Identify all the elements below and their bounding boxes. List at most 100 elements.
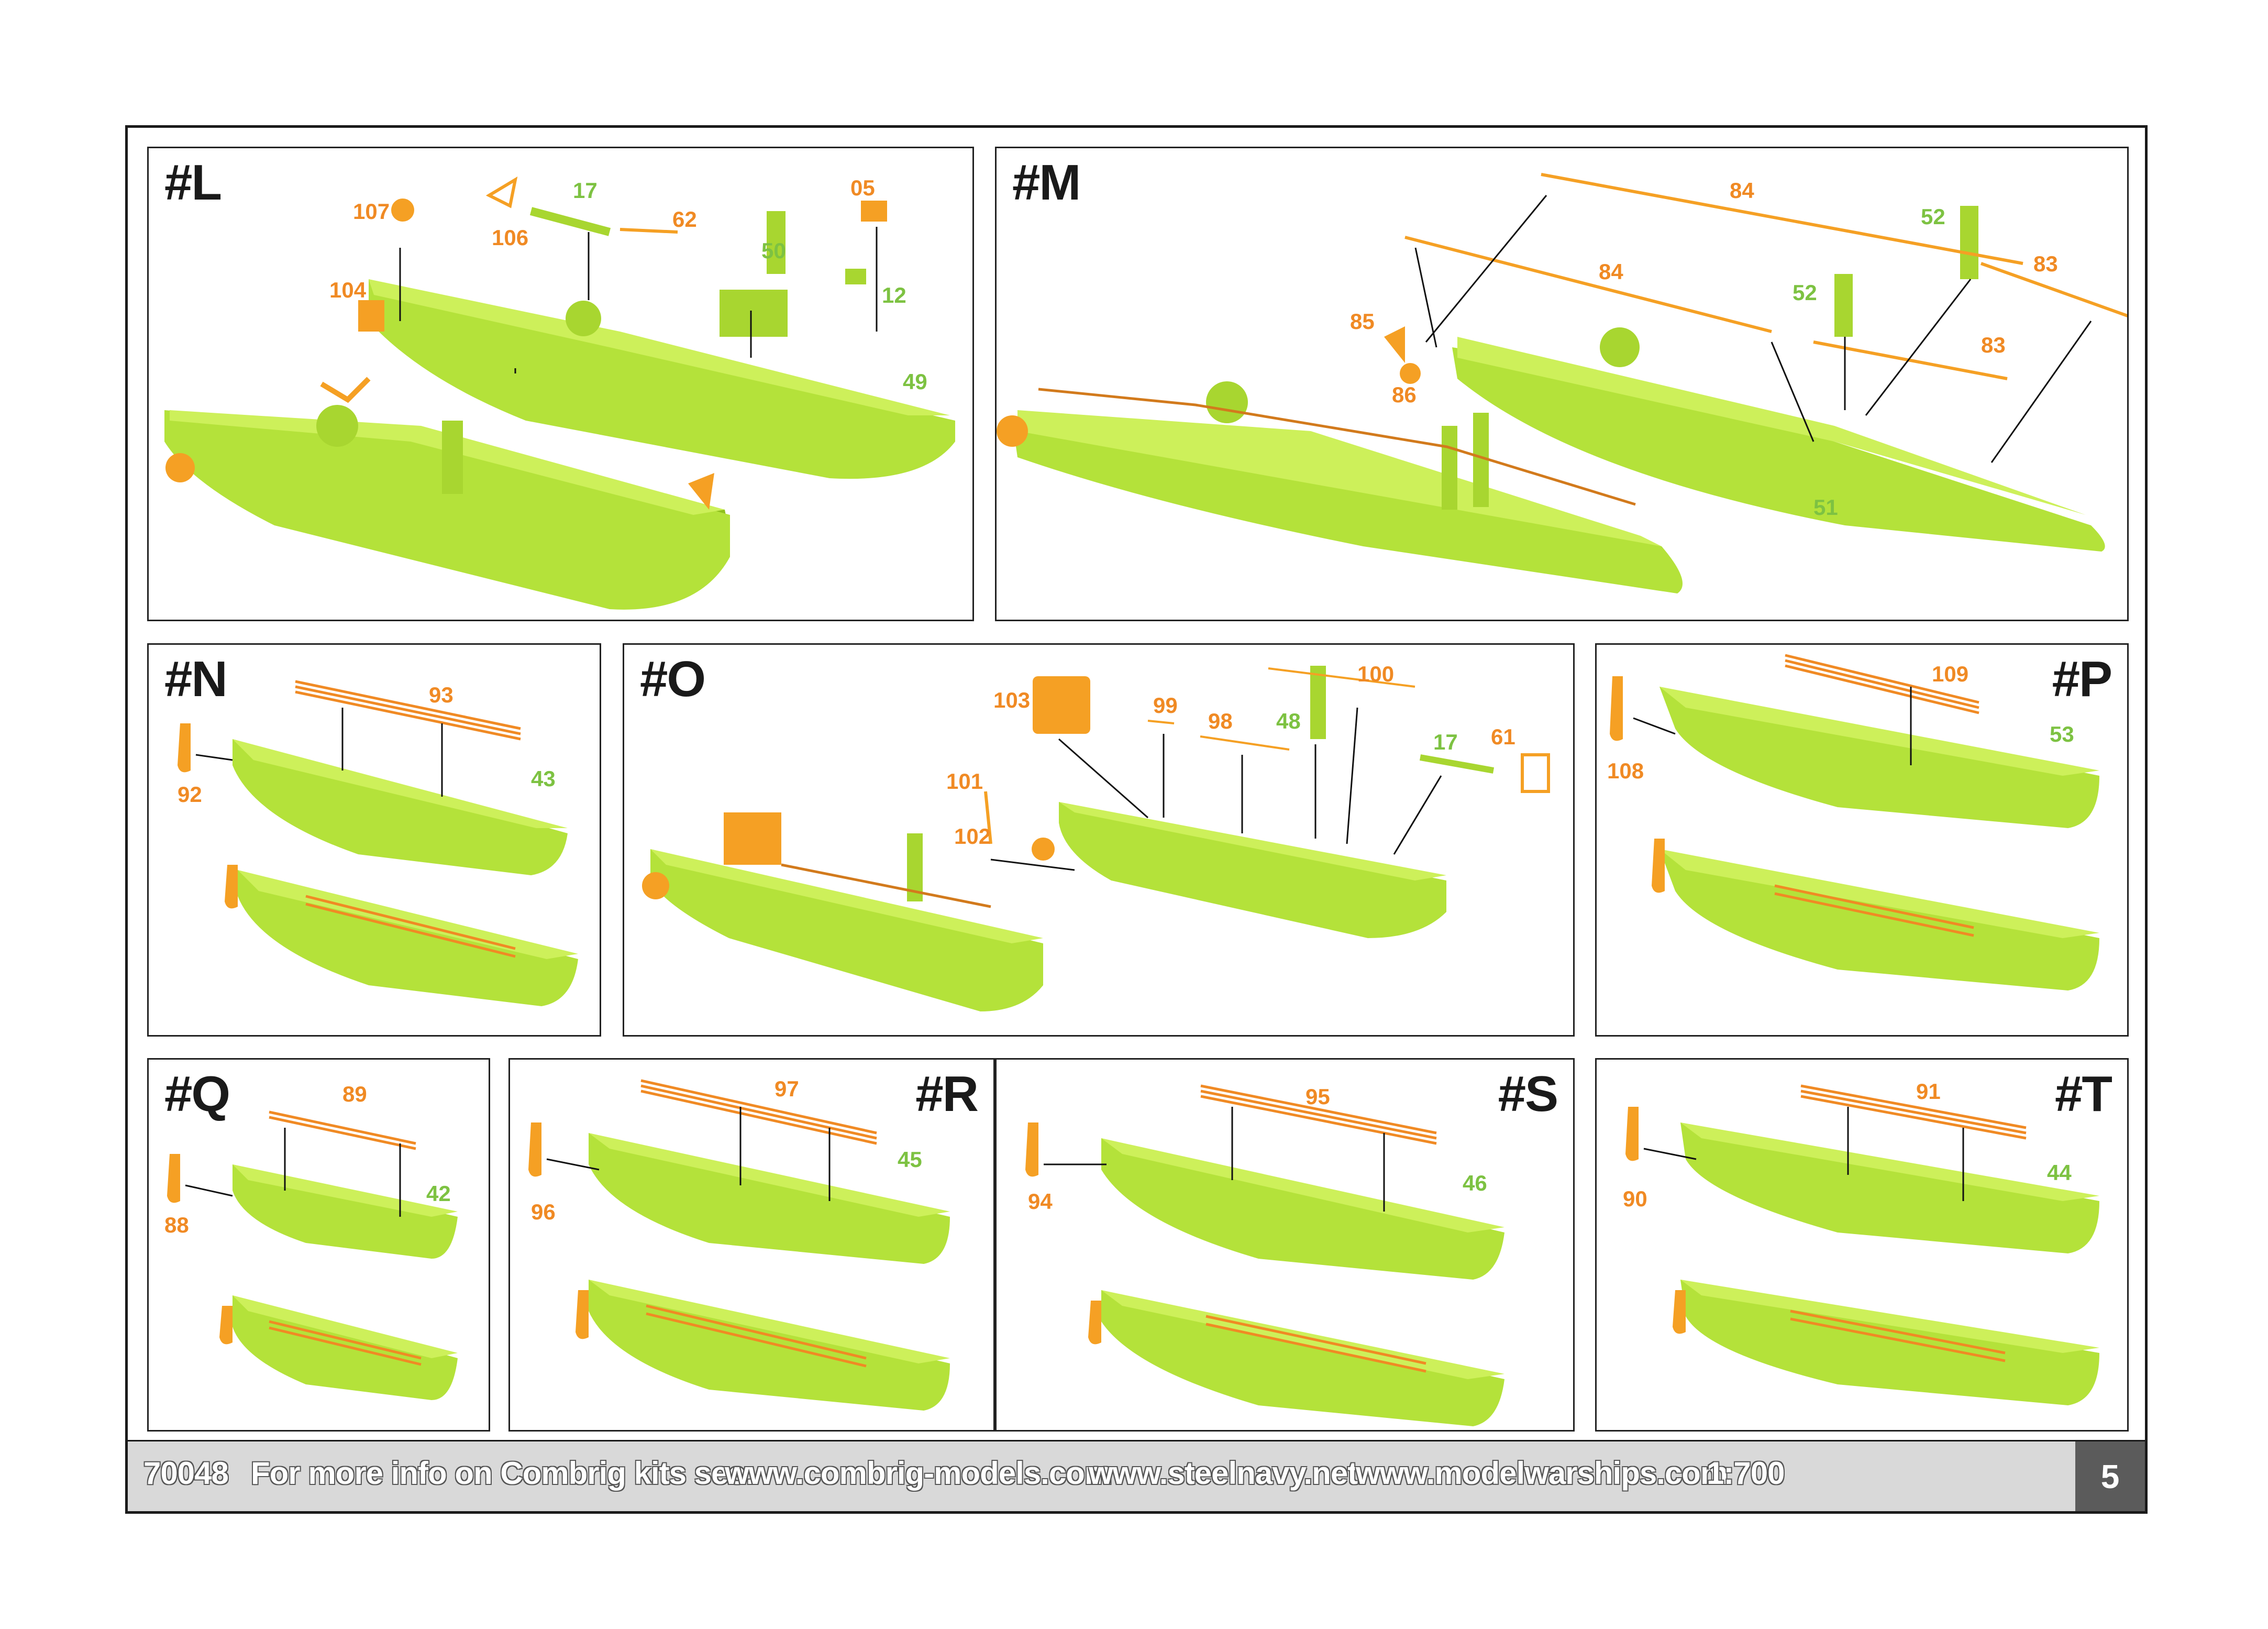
link-steelnavy[interactable]: www.steelnavy.net (1089, 1456, 1358, 1491)
panel-title: #R (915, 1066, 979, 1122)
part-52 (1960, 206, 1978, 279)
deck (170, 410, 725, 515)
boat-hull (1680, 1122, 2099, 1253)
assembly-illustration-L: 107 17 106 62 05 50 104 12 49 (164, 175, 955, 610)
oars-installed (305, 895, 516, 958)
propeller (165, 453, 195, 482)
railing (781, 863, 991, 908)
part-05 (861, 201, 887, 222)
panel-N: #N 93 92 43 (147, 643, 601, 1037)
boat-deck (233, 1164, 458, 1217)
panel-M: #M (995, 147, 2129, 621)
panel-L: #L (147, 147, 974, 621)
railing-83 (1980, 262, 2127, 317)
label: 49 (903, 369, 927, 394)
rudder-96 (528, 1122, 541, 1177)
rudder-92 (178, 723, 191, 773)
boat-deck (1659, 687, 2099, 776)
turret (1600, 327, 1640, 367)
scale: 1:700 (1707, 1456, 1785, 1491)
part-107 (391, 199, 414, 222)
part-48 (1310, 666, 1326, 739)
label: 46 (1463, 1171, 1487, 1195)
label: 53 (2050, 722, 2074, 746)
panel-title: #M (1012, 155, 1081, 211)
gun-mount (320, 377, 371, 403)
link-combrig[interactable]: www.combrig-models.com (725, 1456, 1112, 1491)
label: 17 (573, 178, 598, 203)
panel-title: #O (640, 651, 706, 707)
label: 95 (1306, 1084, 1330, 1109)
oars-91 (1800, 1084, 2027, 1140)
panel-R: #R 97 45 96 (508, 1058, 995, 1432)
panel-title: #N (164, 651, 228, 707)
oars-97 (640, 1079, 877, 1145)
label: 101 (946, 769, 983, 794)
railing (1038, 388, 1636, 506)
label: 43 (531, 766, 556, 791)
link-modelwarships[interactable]: www.modelwarships.com (1356, 1456, 1728, 1491)
label: 96 (531, 1199, 556, 1224)
hull (369, 279, 955, 479)
rudder (1088, 1301, 1101, 1345)
boat-hull (589, 1133, 950, 1264)
boat-deck (1680, 1280, 2099, 1353)
panel-P: #P 109 108 53 (1595, 643, 2129, 1037)
turret (1206, 381, 1248, 423)
hull (650, 849, 1043, 1011)
propeller (642, 872, 669, 899)
boat-deck (1101, 1290, 1504, 1379)
rudder-108 (1610, 676, 1623, 741)
label: 45 (898, 1147, 922, 1172)
label: 97 (775, 1076, 799, 1101)
part-52 (1834, 274, 1853, 337)
part-104 (358, 300, 384, 332)
arrows (990, 707, 1442, 871)
railing-83 (1813, 340, 2008, 380)
panel-Q: #Q 89 42 88 (147, 1058, 490, 1432)
boat-deck (589, 1133, 950, 1217)
gun-17 (1419, 754, 1495, 774)
assembly-illustration-R: 97 45 96 (528, 1076, 950, 1411)
panel-T: #T 91 44 90 (1595, 1058, 2129, 1432)
cabin (724, 812, 781, 865)
panel-title: #P (2052, 651, 2112, 707)
part-61 (1521, 753, 1550, 793)
railing-84 (1404, 236, 1772, 333)
boat-deck (1101, 1138, 1504, 1232)
label: 91 (1916, 1079, 1941, 1104)
label: 109 (1932, 662, 1968, 686)
oars-installed (646, 1304, 867, 1368)
label: 83 (1981, 333, 2006, 357)
panel-S: #S 95 46 94 (995, 1058, 1575, 1432)
oars-installed (1205, 1315, 1426, 1373)
label: 52 (1921, 204, 1945, 229)
label: 85 (1350, 309, 1375, 334)
panel-title: #S (1498, 1066, 1558, 1122)
page-number: 5 (2075, 1441, 2145, 1511)
oars-installed (269, 1320, 422, 1366)
boat-deck (1680, 1122, 2099, 1201)
label: 42 (426, 1181, 451, 1206)
arrows (1643, 1107, 1964, 1201)
oars-installed (1790, 1309, 2006, 1362)
part-103 (1033, 676, 1090, 734)
label: 12 (882, 283, 906, 307)
oars-89 (269, 1110, 416, 1150)
oars-95 (1200, 1084, 1437, 1145)
label: 107 (353, 199, 390, 224)
arrows (1633, 687, 1912, 765)
label: 17 (1433, 730, 1458, 754)
boat-deck (233, 1295, 458, 1358)
panel-title: #L (164, 155, 222, 211)
hull (1059, 802, 1446, 938)
hull (1012, 421, 1683, 593)
hull (1452, 347, 2105, 552)
arrows (1044, 1107, 1385, 1212)
deck (369, 279, 950, 415)
oars-installed (1774, 884, 1974, 937)
rudder (225, 865, 238, 909)
label: 62 (672, 207, 697, 232)
label: 52 (1793, 280, 1817, 305)
rudder (1673, 1290, 1686, 1334)
